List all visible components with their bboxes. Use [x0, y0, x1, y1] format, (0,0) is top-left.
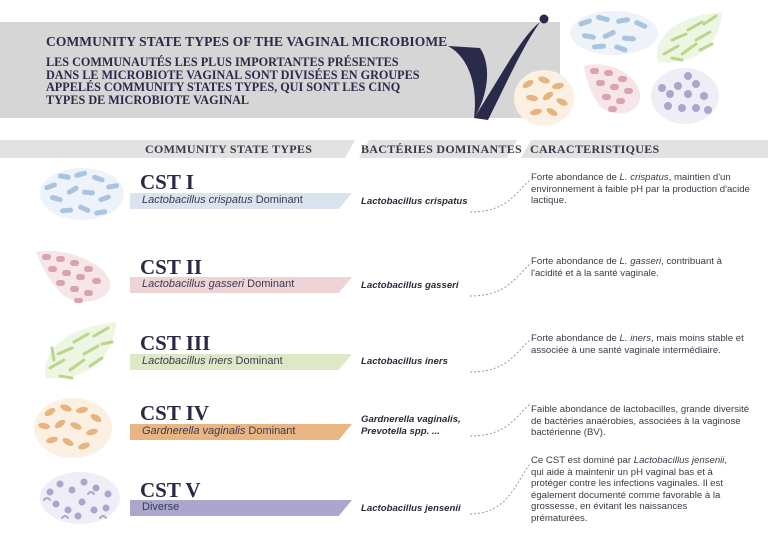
cst4-bacteria-icon — [34, 398, 112, 458]
cst-title: CST II — [140, 255, 203, 279]
cst-title: CST IV — [140, 401, 210, 425]
cst-dominance-bar — [130, 424, 352, 440]
characteristics-text: Ce CST est dominé par Lactobacillus jens… — [531, 455, 728, 524]
cst-title: CST I — [140, 170, 194, 194]
page-title: COMMUNITY STATE TYPES OF THE VAGINAL MIC… — [46, 34, 448, 49]
cst-dominance-label: Lactobacillus gasseri Dominant — [142, 278, 295, 290]
cst2-bacteria-icon — [36, 250, 111, 303]
characteristics-text: Forte abondance de L. crispatus, maintie… — [531, 172, 750, 206]
column-header-bacteria: BACTÉRIES DOMINANTES — [361, 142, 523, 156]
cst-dominance-bar — [130, 500, 352, 516]
bacteria-cluster-blue-icon — [570, 11, 658, 55]
dominant-bacteria: Lactobacillus iners — [361, 356, 448, 367]
bacteria-cluster-purple-icon — [651, 68, 719, 124]
bacteria-cluster-green-icon — [656, 12, 722, 63]
bacteria-cluster-pink-icon — [584, 64, 641, 114]
cst-title: CST III — [140, 331, 211, 355]
dominant-bacteria: Lactobacillus jensenii — [361, 503, 461, 514]
header-band — [0, 22, 560, 118]
connector-curve — [469, 403, 531, 437]
subtitle-line: TYPES DE MICROBIOTE VAGINAL — [46, 92, 250, 107]
brand-logo — [448, 14, 549, 120]
connector-curve — [469, 463, 531, 515]
page-subtitle: LES COMMUNAUTÉS LES PLUS IMPORTANTES PRÉ… — [46, 56, 466, 106]
dominant-bacteria: Lactobacillus gasseri — [361, 280, 459, 291]
characteristics-text: Forte abondance de L. iners, mais moins … — [531, 333, 744, 356]
cst-dominance-bar — [130, 354, 352, 370]
characteristics-text: Faible abondance de lactobacilles, grand… — [531, 404, 750, 438]
cst-dominance-label: Lactobacillus crispatus Dominant — [142, 194, 303, 206]
cst1-bacteria-icon — [40, 168, 124, 220]
cst-dominance-label: Diverse — [142, 501, 180, 513]
column-header-characteristics: CARACTERISTIQUES — [530, 142, 660, 156]
cst-dominance-label: Gardnerella vaginalis Dominant — [142, 425, 296, 437]
cst3-bacteria-icon — [45, 322, 117, 380]
connector-curve — [469, 179, 531, 213]
connector-curve — [469, 263, 531, 297]
cst-dominance-bar — [130, 193, 352, 209]
dominant-bacteria: Lactobacillus crispatus — [361, 196, 468, 207]
characteristics-text: Forte abondance de L. gasseri, contribua… — [531, 256, 722, 279]
bacteria-cluster-orange-icon — [514, 70, 574, 126]
cst-dominance-bar — [130, 277, 352, 293]
cst-title: CST V — [140, 478, 201, 502]
subtitle-line: DANS LE MICROBIOTE VAGINAL SONT DIVISÉES… — [46, 67, 420, 82]
connector-curve — [469, 339, 531, 373]
dominant-bacteria: Gardnerella vaginalis,Prevotella spp. ..… — [361, 414, 461, 437]
subtitle-line: LES COMMUNAUTÉS LES PLUS IMPORTANTES PRÉ… — [46, 55, 399, 69]
cst5-bacteria-icon — [40, 472, 120, 524]
column-header-cst: COMMUNITY STATE TYPES — [145, 142, 313, 156]
column-header-bar — [0, 140, 768, 158]
subtitle-line: APPELÉS COMMUNITY STATES TYPES, QUI SONT… — [46, 80, 401, 94]
cst-dominance-label: Lactobacillus iners Dominant — [142, 355, 283, 367]
